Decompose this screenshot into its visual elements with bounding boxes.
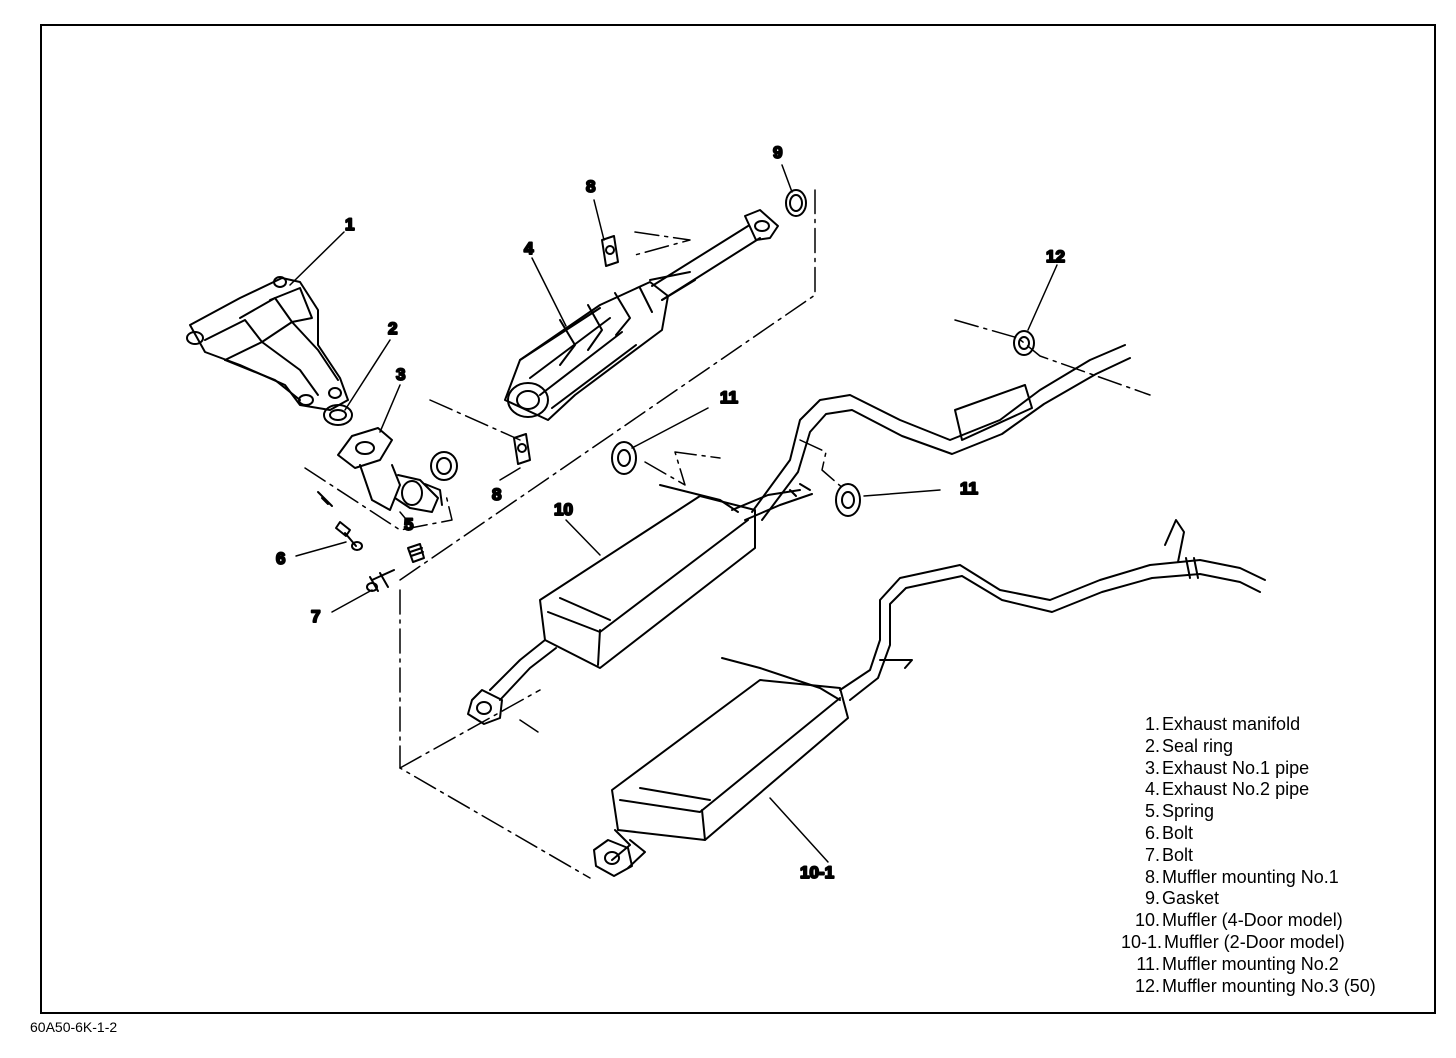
legend-item: 11.Muffler mounting No.2 — [1112, 954, 1376, 976]
callout-11-right: 11 — [960, 479, 978, 498]
legend-label: Bolt — [1162, 822, 1194, 843]
callout-3: 3 — [396, 365, 405, 384]
legend-item: 12.Muffler mounting No.3 (50) — [1112, 976, 1376, 998]
callout-5: 5 — [404, 515, 413, 534]
legend-item: 2.Seal ring — [1112, 736, 1376, 758]
legend-item: 1.Exhaust manifold — [1112, 714, 1376, 736]
legend-item: 6.Bolt — [1112, 823, 1376, 845]
small-bolt — [317, 491, 333, 507]
legend-label: Muffler (2-Door model) — [1164, 931, 1345, 952]
legend-number: 3. — [1144, 757, 1160, 778]
bolt-6 — [335, 521, 363, 551]
callout-6: 6 — [276, 549, 285, 568]
callout-11-left: 11 — [720, 388, 738, 407]
legend-item: 4.Exhaust No.2 pipe — [1112, 779, 1376, 801]
legend-number: 7. — [1144, 844, 1160, 865]
parts-legend: 1.Exhaust manifold 2.Seal ring 3.Exhaust… — [1112, 714, 1376, 997]
legend-item: 5.Spring — [1112, 801, 1376, 823]
legend-label: Muffler mounting No.1 — [1162, 866, 1339, 887]
legend-number: 11. — [1136, 953, 1160, 974]
legend-number: 12. — [1134, 975, 1160, 996]
exhaust-manifold — [186, 276, 349, 411]
legend-number: 9. — [1144, 888, 1160, 909]
callout-8-lower: 8 — [492, 485, 501, 504]
callout-1: 1 — [345, 215, 354, 234]
legend-number: 8. — [1144, 866, 1160, 887]
callout-10-1: 10-1 — [800, 863, 834, 882]
callout-12: 12 — [1046, 247, 1065, 266]
legend-number: 10-1. — [1120, 931, 1162, 952]
legend-number: 10. — [1134, 910, 1160, 931]
gasket — [785, 189, 807, 217]
legend-number: 2. — [1144, 735, 1160, 756]
muffler-mounting-no2-right — [835, 483, 861, 517]
callout-8-upper: 8 — [586, 177, 595, 196]
legend-label: Exhaust No.2 pipe — [1162, 779, 1310, 800]
muffler-2-door — [593, 519, 1266, 877]
muffler-mounting-no1-lower — [513, 433, 531, 465]
assembly-lines — [304, 189, 1151, 879]
legend-label: Exhaust No.1 pipe — [1162, 757, 1310, 778]
figure-code: 60A50-6K-1-2 — [30, 1019, 118, 1035]
legend-item: 9.Gasket — [1112, 888, 1376, 910]
spring — [407, 543, 425, 563]
legend-item: 10.Muffler (4-Door model) — [1112, 910, 1376, 932]
legend-label: Muffler mounting No.2 — [1162, 953, 1339, 974]
callout-2: 2 — [388, 319, 397, 338]
legend-label: Bolt — [1162, 844, 1194, 865]
callout-7: 7 — [311, 607, 320, 626]
legend-item: 7.Bolt — [1112, 845, 1376, 867]
legend-label: Muffler (4-Door model) — [1162, 910, 1343, 931]
exhaust-no1-pipe — [337, 427, 443, 513]
muffler-mounting-no1-upper — [601, 235, 619, 267]
muffler-mounting-no3 — [1013, 330, 1035, 356]
legend-label: Spring — [1162, 801, 1215, 822]
callout-9: 9 — [773, 143, 782, 162]
seal-ring — [323, 404, 353, 426]
legend-number: 1. — [1144, 714, 1160, 734]
muffler-4-door — [467, 344, 1131, 725]
legend-number: 4. — [1144, 779, 1160, 800]
callout-4: 4 — [524, 239, 534, 258]
legend-number: 5. — [1144, 801, 1160, 822]
legend-label: Exhaust manifold — [1162, 714, 1301, 734]
bolt-7 — [366, 569, 395, 592]
legend-label: Seal ring — [1162, 735, 1234, 756]
exhaust-no2-pipe — [504, 209, 779, 421]
legend-item: 8.Muffler mounting No.1 — [1112, 867, 1376, 889]
legend-label: Gasket — [1162, 888, 1220, 909]
legend-item: 3.Exhaust No.1 pipe — [1112, 758, 1376, 780]
callout-10: 10 — [554, 500, 573, 519]
muffler-mounting-no2-left — [611, 441, 637, 475]
pipe-gasket — [430, 451, 458, 481]
diagram-frame — [40, 24, 1436, 1014]
legend-number: 6. — [1144, 822, 1160, 843]
legend-label: Muffler mounting No.3 (50) — [1162, 975, 1376, 996]
leader-lines — [289, 164, 1058, 863]
legend-item: 10-1.Muffler (2-Door model) — [1112, 932, 1376, 954]
